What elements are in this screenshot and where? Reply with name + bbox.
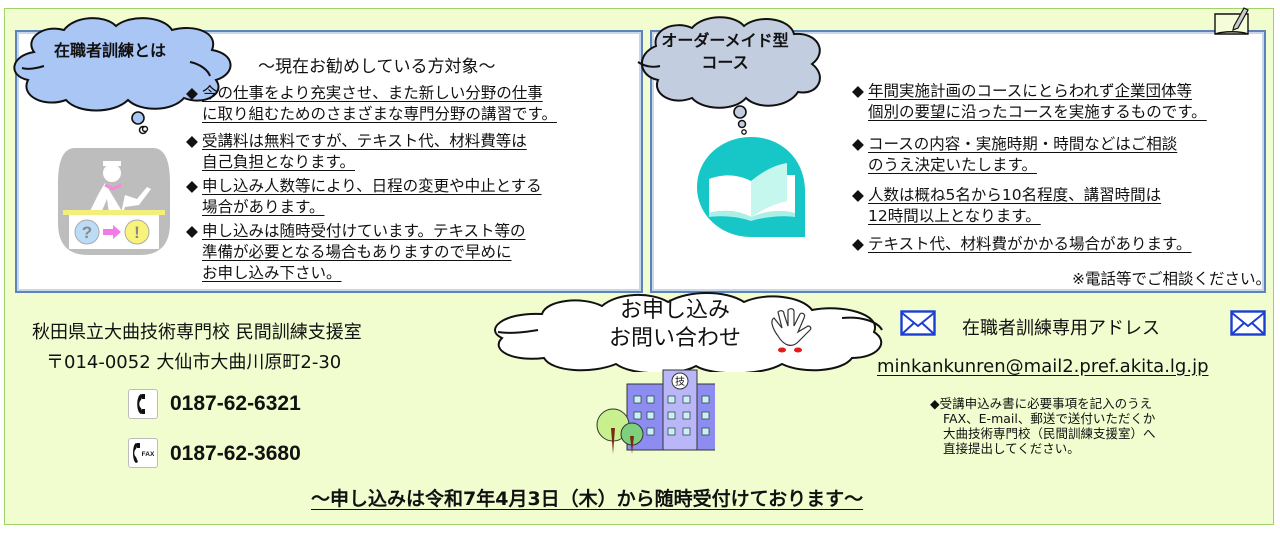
bullet-icon: ◆ (186, 132, 198, 150)
notebook-pencil-icon (1214, 7, 1249, 35)
application-instructions: ◆受講申込み書に必要事項を記入のうえ FAX、E-mail、郵送で送付いただくか… (930, 396, 1156, 456)
email-section-title: 在職者訓練専用アドレス (962, 318, 1160, 339)
instructor-question-to-answer-icon: ? ! (58, 148, 170, 255)
bullet-icon: ◆ (186, 222, 198, 240)
envelope-icon (1230, 310, 1266, 336)
svg-text:!: ! (134, 223, 140, 242)
envelope-icon (900, 310, 936, 336)
thought-cloud-icon (637, 16, 821, 135)
target-audience-subtitle: ～現在お勧めしている方対象～ (258, 57, 496, 77)
thought-bubble-dot-icon (141, 125, 149, 133)
incumbent-training-title: 在職者訓練とは (53, 41, 166, 60)
incumbent-item-4: ◆申し込みは随時受付けています。テキスト等の 準備が必要となる場合もありますので… (186, 222, 526, 282)
thought-cloud-icon (13, 17, 232, 135)
bullet-icon: ◆ (186, 177, 198, 195)
fax-icon: FAX (128, 438, 158, 468)
consult-by-phone-note: ※電話等でご相談ください。 (1072, 270, 1271, 288)
custom-course-item-3: ◆人数は概ね5名から10名程度、講習時間は 12時間以上となります。 (852, 186, 1162, 225)
bullet-icon: ◆ (186, 84, 198, 102)
custom-course-item-4: ◆テキスト代、材料費がかかる場合があります。 (852, 235, 1192, 253)
inquiry-title: お申し込み お問い合わせ (608, 298, 741, 351)
organization-name: 秋田県立大曲技術専門校 民間訓練支援室 (32, 322, 362, 343)
phone-number[interactable]: 0187-62-6321 (170, 392, 301, 415)
custom-course-item-1: ◆年間実施計画のコースにとらわれず企業団体等 個別の要望に沿ったコースを実施する… (852, 82, 1207, 121)
bullet-icon: ◆ (852, 235, 864, 253)
waving-glove-icon (771, 308, 812, 353)
svg-text:FAX: FAX (142, 451, 155, 458)
telephone-icon (128, 389, 158, 419)
incumbent-item-1: ◆今の仕事をより充実させ、また新しい分野の仕事 に取り組むためのさまざまな専門分… (186, 84, 557, 123)
open-book-icon (697, 137, 805, 237)
training-email-link[interactable]: minkankunren@mail2.pref.akita.lg.jp (877, 356, 1209, 377)
svg-text:?: ? (82, 223, 92, 242)
svg-text:技: 技 (675, 375, 685, 388)
incumbent-item-3: ◆申し込み人数等により、日程の変更や中止とする 場合があります。 (186, 177, 542, 216)
school-building-icon: 技 (596, 369, 715, 454)
postal-address: 〒014-0052 大仙市大曲川原町2-30 (46, 352, 342, 373)
application-start-banner: ～申し込みは令和7年4月3日（木）から随時受付けております～ (311, 488, 864, 510)
custom-course-item-2: ◆コースの内容・実施時期・時間などはご相談 のうえ決定いたします。 (852, 135, 1178, 174)
custom-course-title: オーダーメイド型 コース (661, 31, 789, 72)
bullet-icon: ◆ (852, 186, 864, 204)
bullet-icon: ◆ (852, 135, 864, 153)
fax-number[interactable]: 0187-62-3680 (170, 442, 301, 465)
bullet-icon: ◆ (852, 82, 864, 100)
incumbent-item-2: ◆受講料は無料ですが、テキスト代、材料費等は 自己負担となります。 (186, 132, 527, 171)
inquiry-cloud-icon (494, 292, 883, 372)
